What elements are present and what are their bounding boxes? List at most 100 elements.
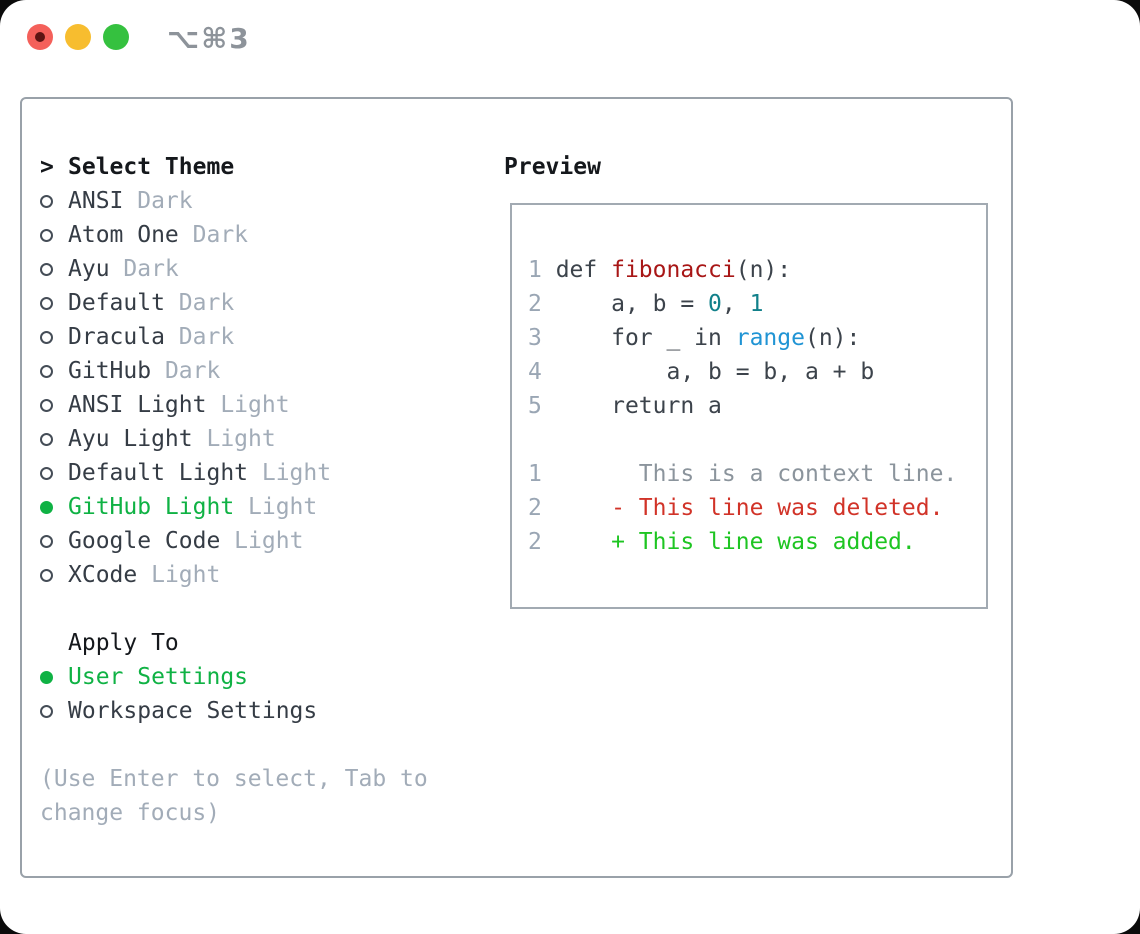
close-button[interactable] (27, 24, 53, 50)
select-theme-title: Select Theme (68, 154, 235, 180)
code-token-fg: (n): (735, 257, 792, 283)
code-token-gutter: 5 (528, 393, 556, 419)
code-token-fg: a, b = b, a + b (555, 359, 875, 385)
code-token-fg: a, b = (555, 291, 709, 317)
theme-item-ayu-light[interactable]: Ayu Light Light (40, 422, 428, 456)
select-theme-header-row: > Select Theme (40, 150, 428, 184)
theme-item-ansi-light[interactable]: ANSI Light Light (40, 388, 428, 422)
theme-item-marker (40, 568, 68, 582)
theme-item-name: ANSI (68, 188, 124, 214)
apply-option-user-settings[interactable]: User Settings (40, 660, 428, 694)
theme-item-variant: Dark (109, 256, 179, 282)
theme-item-name: Default Light (68, 460, 249, 486)
title-bar: ⌥⌘3 (0, 0, 1140, 76)
radio-icon (40, 296, 53, 310)
theme-item-atom-one[interactable]: Atom One Dark (40, 218, 428, 252)
theme-item-marker (40, 364, 68, 378)
theme-item-name: ANSI Light (68, 392, 207, 418)
code-token-func: fibonacci (611, 257, 736, 283)
preview-line-9: 2 + This line was added. (528, 525, 986, 559)
theme-item-dracula[interactable]: Dracula Dark (40, 320, 428, 354)
preview-title: Preview (504, 154, 601, 180)
code-token-fg: , (721, 291, 750, 317)
code-token-gutter: 2 (528, 529, 542, 555)
theme-item-marker (40, 194, 68, 208)
theme-item-marker (40, 398, 68, 412)
theme-item-xcode[interactable]: XCode Light (40, 558, 428, 592)
theme-item-name: Atom One (68, 222, 179, 248)
code-token-call: range (735, 325, 805, 351)
theme-item-ayu[interactable]: Ayu Dark (40, 252, 428, 286)
theme-item-name: Dracula (68, 324, 165, 350)
theme-item-variant: Light (137, 562, 221, 588)
theme-item-variant: Light (248, 460, 332, 486)
code-token-fg: (n): (804, 325, 861, 351)
radio-icon (40, 398, 53, 412)
theme-item-google-code[interactable]: Google Code Light (40, 524, 428, 558)
theme-item-marker (40, 432, 68, 446)
radio-icon (40, 534, 53, 548)
minimize-button[interactable] (65, 24, 91, 50)
theme-item-github-light[interactable]: GitHub Light Light (40, 490, 428, 524)
code-token-add: + This line was added. (611, 529, 916, 555)
code-token-gutter: 2 (528, 495, 542, 521)
theme-item-variant: Light (220, 528, 304, 554)
preview-line-4: 4 a, b = b, a + b (528, 355, 986, 389)
theme-item-default[interactable]: Default Dark (40, 286, 428, 320)
theme-item-marker (40, 330, 68, 344)
apply-option-marker (40, 670, 68, 684)
code-token-fg: for _ in (555, 325, 736, 351)
code-token-fg (542, 529, 611, 555)
code-token-fg: def (555, 257, 612, 283)
code-token-num: 0 (708, 291, 722, 317)
theme-item-variant: Light (234, 494, 318, 520)
theme-item-variant: Dark (178, 222, 249, 248)
code-token-ctx: This is a context line. (541, 461, 958, 487)
theme-item-variant: Dark (164, 324, 235, 350)
radio-icon (40, 262, 53, 276)
theme-item-variant: Light (206, 392, 290, 418)
apply-option-marker (40, 704, 68, 718)
theme-item-name: XCode (68, 562, 138, 588)
preview-line-2: 2 a, b = 0, 1 (528, 287, 986, 321)
zoom-button[interactable] (103, 24, 129, 50)
radio-selected-icon (40, 670, 53, 684)
radio-selected-icon (40, 500, 53, 514)
theme-item-github[interactable]: GitHub Dark (40, 354, 428, 388)
code-token-num: 1 (749, 291, 764, 317)
theme-item-marker (40, 228, 68, 242)
theme-item-name: GitHub (68, 358, 152, 384)
radio-icon (40, 364, 53, 378)
apply-option-label: User Settings (68, 664, 249, 690)
radio-icon (40, 194, 53, 208)
theme-item-name: Ayu Light (68, 426, 193, 452)
theme-item-marker (40, 262, 68, 276)
code-token-gutter: 1 (528, 257, 556, 283)
prompt-marker: > (40, 154, 68, 180)
prompt-icon: > (40, 154, 54, 180)
apply-option-workspace-settings[interactable]: Workspace Settings (40, 694, 428, 728)
hint-line-1: (Use Enter to select, Tab to (40, 766, 428, 792)
radio-icon (40, 568, 53, 582)
code-token-del: - This line was deleted. (611, 495, 944, 521)
theme-item-ansi[interactable]: ANSI Dark (40, 184, 428, 218)
apply-to-header-row: Apply To (40, 626, 428, 660)
theme-item-marker (40, 466, 68, 480)
code-token-gutter: 2 (528, 291, 556, 317)
close-dot-icon (35, 32, 45, 42)
theme-item-variant: Dark (123, 188, 193, 214)
preview-line-6 (528, 423, 986, 457)
theme-item-variant: Dark (151, 358, 221, 384)
radio-icon (40, 228, 53, 242)
code-token-gutter: 1 (528, 461, 542, 487)
theme-item-name: Ayu (68, 256, 110, 282)
apply-option-label: Workspace Settings (68, 698, 318, 724)
theme-item-default-light[interactable]: Default Light Light (40, 456, 428, 490)
code-token-fg (542, 495, 611, 521)
code-token-gutter: 4 (528, 359, 556, 385)
apply-to-title: Apply To (68, 630, 179, 656)
